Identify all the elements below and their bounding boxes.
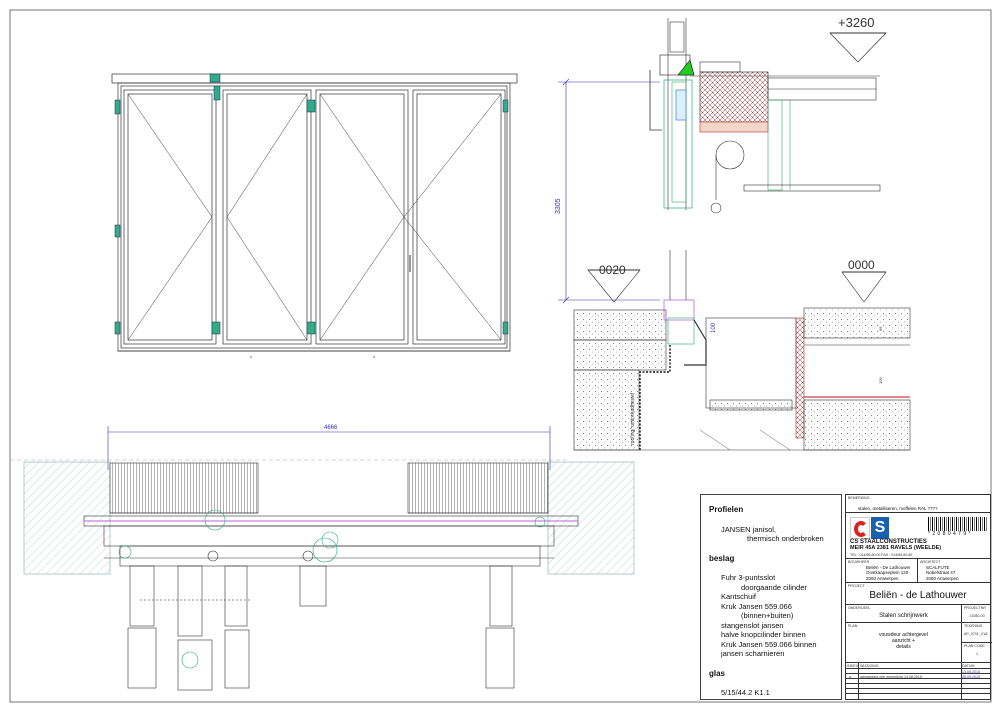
plan-line: vouwdeur achtergevel [879, 632, 928, 639]
dim-100: 100 [711, 322, 717, 333]
spec-line: halve knopcilinder binnen [721, 630, 806, 639]
company-name: CS STAALCONSTRUCTIES [850, 539, 927, 545]
spec-line: Kruk Jansen 559.066 [721, 601, 792, 611]
architect-label: ARCHITECT [920, 560, 941, 564]
company-address: MEIR 45A 2381 RAVELS (WEELDE) [850, 545, 942, 551]
plan-view [23, 426, 635, 691]
spec-line: stangenslot jansen [721, 620, 784, 630]
onderdeel-label: ONDERDEEL [848, 606, 871, 610]
architect-line: SCALFUTE [926, 565, 950, 571]
svg-text:x: x [373, 354, 375, 359]
index-label: INDEX [847, 663, 858, 668]
door-elevation: x x [111, 73, 518, 359]
membrane-note: roofing/ omtrekadhesief [630, 392, 636, 445]
datum-label: DATUM [962, 663, 975, 668]
specification-notes: Profielen JANSEN janisol, thermisch onde… [700, 494, 842, 700]
projectnr-label: PROJECTNR [964, 606, 986, 610]
wijziging-label: WIJZIGING [860, 663, 879, 668]
height-dimension [558, 78, 660, 304]
beslag-title: beslag [709, 553, 735, 563]
barcode [928, 517, 988, 531]
spec-line: Fuhr 3-puntsslot [721, 573, 776, 582]
width-label: 4666 [324, 425, 338, 431]
glas-title: glas [709, 668, 726, 678]
architect-line: 2060 Antwerpen [926, 575, 959, 581]
spec-line: jansen scharnieren [721, 649, 785, 658]
plan-line: details [896, 644, 911, 651]
project-name: Beliën - de Lathouwer [869, 590, 967, 602]
title-block: BEMERKING stalen, metalliseren, moffelen… [845, 494, 992, 700]
index-value: a [849, 674, 851, 679]
tekening-text: AP_0701_V1A [964, 632, 988, 637]
sheet-border [9, 9, 992, 703]
bouwheer-line: Beliën - De Lathouwer [866, 565, 911, 571]
wijziging-value: aanpassing cfm opmerking 14.08.2015 [860, 674, 922, 679]
projectnr-text: 21080-00 [969, 614, 985, 619]
spec-line: (binnen+buiten) [741, 611, 794, 620]
profielen-title: Profielen [709, 505, 744, 514]
company-logo: S [850, 517, 890, 539]
spec-line: Kantschuif [721, 592, 757, 601]
bottom-section-detail [573, 250, 911, 451]
level-top: +3260 [838, 15, 875, 30]
spec-line: Kruk Jansen 559.066 binnen [721, 639, 817, 649]
tekening-label: TEKENING [964, 624, 983, 628]
spec-line: JANSEN janisol, [721, 524, 777, 534]
spec-line: doorgaande cilinder [741, 582, 807, 592]
onderdeel-text: Stalen schrijnwerk [879, 613, 928, 620]
datum-value: 13.08.2015 [962, 669, 980, 674]
plan-line: aanzicht + [892, 638, 915, 645]
datum-value: 26.09.2015 [962, 674, 980, 679]
bouwheer-label: BOUWHEER [848, 560, 870, 564]
hinges [114, 73, 509, 335]
bouwheer-line: Oostkaapseplein 120 [866, 570, 909, 576]
project-label: PROJECT [848, 584, 865, 588]
opmerking-label: BEMERKING [848, 496, 870, 500]
level-left: −0020 [592, 263, 626, 277]
company-tel: TEL : 014/65.60.00 FAX : 014/65.60.80 [850, 553, 913, 557]
revisie-label: PLAN CODE [964, 644, 985, 648]
revisie-text: 1 [976, 652, 978, 657]
spec-line: 5/15/44.2 K1.1 [721, 688, 770, 697]
dim-109: 109 [878, 377, 883, 384]
top-section-detail [649, 18, 887, 214]
architect-line: Nobelstraat 47 [926, 570, 956, 576]
bouwheer-line: 2060 Antwerpen [866, 575, 899, 581]
svg-text:x: x [250, 354, 252, 359]
level-right: 0000 [848, 258, 875, 272]
spec-line: thermisch onderbroken [747, 534, 824, 543]
opmerking-text: stalen, metalliseren, moffelen RAL ???? [858, 506, 938, 512]
dim-65: 65 [878, 326, 883, 331]
barcode-text: * 2 0 8 0 4 7 9 * [928, 531, 971, 537]
plan-label: PLAN [848, 624, 858, 628]
height-label: 3305 [555, 198, 562, 214]
